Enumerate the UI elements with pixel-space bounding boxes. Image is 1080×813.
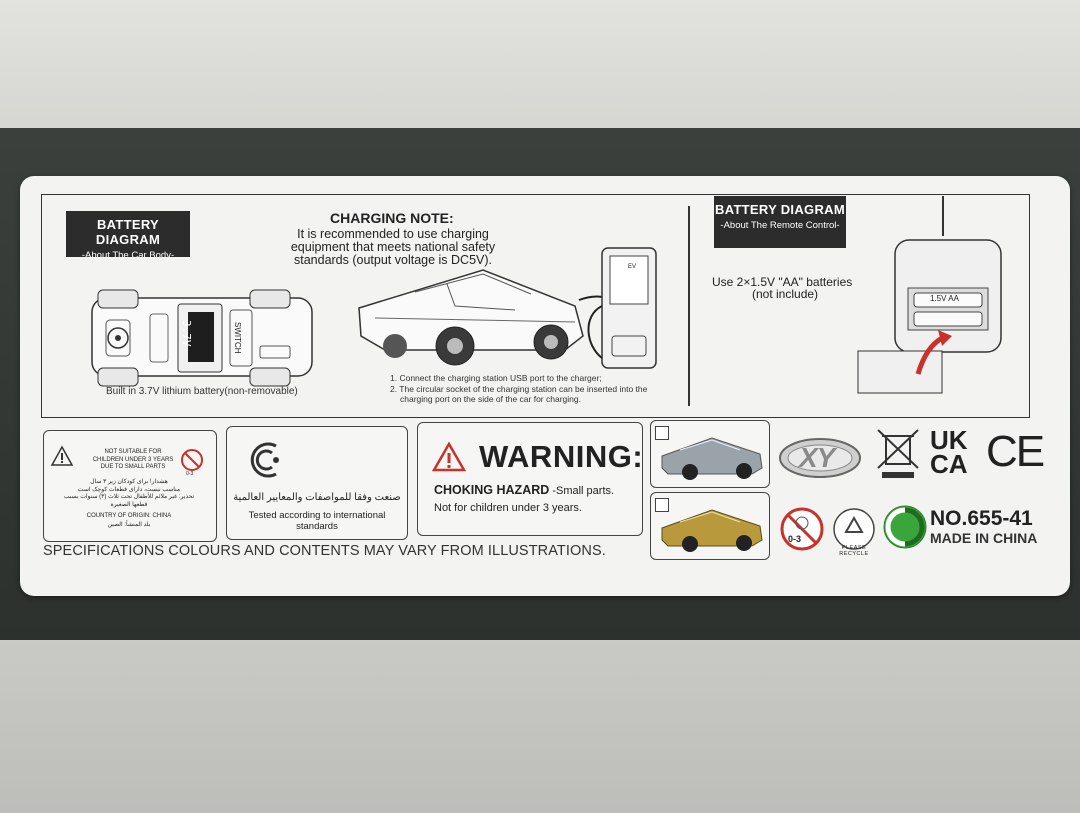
diagram-frame [41, 194, 1030, 418]
standards-arabic: صنعت وفقا للمواصفات والمعايير العالمية [233, 492, 401, 503]
charging-step: 1. Connect the charging station USB port… [390, 373, 602, 383]
ce-mark: CE [986, 427, 1045, 476]
warning-triangle-icon [50, 445, 74, 466]
remote-battery-line2: (not include) [752, 287, 819, 301]
battery-value-label: 3.7V [180, 320, 193, 347]
charging-line: It is recommended to use charging [297, 227, 489, 241]
ukca-bottom: CA [930, 449, 968, 479]
country-of-origin: COUNTRY OF ORIGIN: CHINA [86, 513, 172, 519]
warning-hazard: CHOKING HAZARD -Small parts. [434, 483, 614, 497]
remote-battery-subtitle: -About The Remote Control- [720, 220, 840, 231]
charging-text: It is recommended to use charging equipm… [258, 228, 528, 267]
ukca-mark: UK CA [930, 425, 968, 479]
charging-step: 2. The circular socket of the charging s… [390, 383, 648, 394]
age-badge: 0-3 [788, 534, 802, 544]
car-battery-title: BATTERY DIAGRAM [95, 217, 161, 247]
hazard-rest: -Small parts. [549, 485, 615, 497]
background-table [0, 640, 1080, 813]
footer-disclaimer: SPECIFICATIONS COLOURS AND CONTENTS MAY … [43, 543, 606, 559]
small-parts-arabic: هشدار! برای کودکان زیر ۳ سال مناسب نیست،… [50, 479, 208, 509]
instruction-label: BATTERY DIAGRAM -About The Car Body- 3.7… [20, 176, 1070, 596]
ukca-top: UK [930, 425, 968, 455]
silver-truck-image [661, 437, 763, 480]
small-parts-line: DUE TO SMALL PARTS [100, 464, 166, 470]
station-label: EV [628, 264, 637, 270]
standards-english: Tested according to international standa… [248, 510, 386, 532]
age-restriction-small-icon [181, 449, 203, 471]
charging-station-drawing [587, 247, 657, 369]
brand-text: XY [799, 442, 835, 473]
recycle-icon [833, 508, 875, 550]
small-parts-line: NOT SUITABLE FOR [104, 449, 162, 455]
country-of-origin-arabic: بلد المنشأ: الصين [107, 522, 151, 528]
car-battery-caption: Built in 3.7V lithium battery(non-remova… [106, 386, 298, 397]
remote-battery-title: BATTERY DIAGRAM [715, 202, 845, 217]
remote-control-drawing [857, 196, 1002, 394]
charging-line: standards (output voltage is DC5V). [293, 253, 493, 267]
arabic-line: مناسب نیست، دارای قطعات کوچک است [77, 486, 181, 493]
car-underside-drawing [91, 289, 313, 387]
arabic-line: قطعها الصغيرة [110, 501, 148, 508]
charging-step: charging port on the side of the car for… [400, 394, 581, 404]
warning-age: Not for children under 3 years. [434, 502, 582, 514]
checkbox-silver[interactable] [655, 426, 669, 440]
brand-logo [779, 438, 861, 478]
warning-box [417, 422, 643, 536]
age-restriction-icon [780, 507, 824, 551]
small-parts-box [43, 430, 217, 542]
charging-line: equipment that meets national safety [290, 240, 496, 254]
green-dot-icon [883, 505, 927, 549]
car-battery-tag: BATTERY DIAGRAM -About The Car Body- [66, 211, 190, 261]
model-number: NO.655-41 [930, 507, 1033, 530]
weee-bin-icon [877, 429, 919, 478]
checkbox-gold[interactable] [655, 498, 669, 512]
remote-battery-tag: BATTERY DIAGRAM -About The Remote Contro… [714, 196, 846, 248]
warning-title: WARNING: [479, 439, 644, 474]
car-battery-subtitle: -About The Car Body- [81, 250, 175, 261]
switch-label: SWITCH [233, 322, 242, 354]
small-parts-age: 0-3 [186, 471, 194, 477]
arabic-line: هشدار! برای کودکان زیر ۳ سال [90, 479, 168, 485]
charging-steps: 1. Connect the charging station USB port… [390, 373, 647, 405]
small-parts-text: NOT SUITABLE FOR CHILDREN UNDER 3 YEARS … [78, 449, 188, 472]
standards-logo-icon [250, 442, 279, 478]
charging-title: CHARGING NOTE: [330, 210, 454, 226]
small-parts-line: CHILDREN UNDER 3 YEARS [92, 456, 174, 463]
frame-divider [688, 206, 690, 406]
made-in-china: MADE IN CHINA [930, 530, 1038, 546]
gold-truck-image [661, 509, 763, 552]
arabic-line: تحذير: غير ملائم للأطفال تحت ثلاث (٣) سن… [63, 494, 195, 500]
remote-cell-label: 1.5V AA [930, 294, 959, 303]
warning-icon [431, 441, 467, 472]
recycle-text: PLEASE RECYCLE [839, 545, 869, 557]
background-wall [0, 0, 1080, 135]
remote-battery-line1: Use 2×1.5V "AA" batteries [712, 275, 853, 289]
standards-box [226, 426, 408, 540]
cybertruck-drawing [358, 269, 618, 366]
hazard-bold: CHOKING HAZARD [434, 483, 550, 497]
